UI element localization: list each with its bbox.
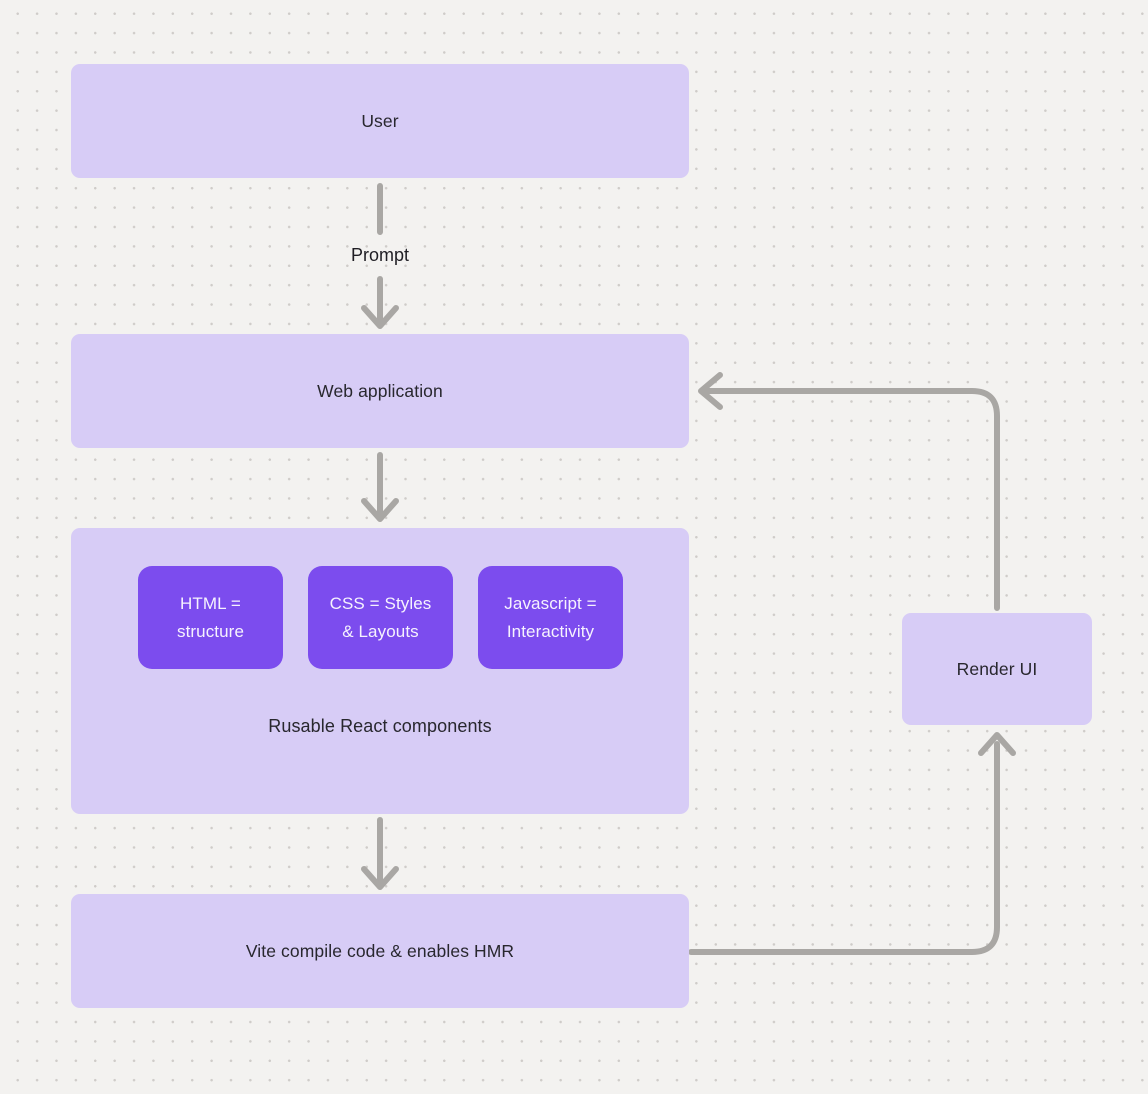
connector-container-to-vite — [361, 817, 399, 890]
node-html-label: HTML = structure — [176, 593, 245, 641]
arrowhead-left-icon — [698, 372, 723, 410]
arrowhead-down-icon — [361, 498, 399, 522]
node-html[interactable]: HTML = structure — [138, 566, 283, 669]
edge-label-prompt: Prompt — [350, 245, 410, 265]
arrowhead-down-icon — [361, 866, 399, 890]
node-render-ui[interactable]: Render UI — [902, 613, 1092, 725]
container-caption-label: Rusable React components — [268, 716, 492, 736]
arrowhead-down-icon — [361, 305, 399, 329]
node-react-container[interactable]: HTML = structure CSS = Styles & Layouts … — [71, 528, 689, 814]
node-css-label: CSS = Styles & Layouts — [329, 593, 432, 641]
node-render-ui-label: Render UI — [956, 658, 1038, 679]
node-user-label: User — [361, 110, 399, 131]
node-vite[interactable]: Vite compile code & enables HMR — [71, 894, 689, 1008]
node-user[interactable]: User — [71, 64, 689, 178]
connector-render-ui-to-webapp — [698, 372, 1000, 611]
connector-prompt-to-webapp — [361, 276, 399, 329]
node-css[interactable]: CSS = Styles & Layouts — [308, 566, 453, 669]
node-javascript[interactable]: Javascript = Interactivity — [478, 566, 623, 669]
node-vite-label: Vite compile code & enables HMR — [245, 940, 515, 961]
connector-vite-to-render-ui — [688, 732, 1016, 955]
arrowhead-up-icon — [978, 732, 1016, 756]
connector-webapp-to-container — [361, 452, 399, 522]
node-javascript-label: Javascript = Interactivity — [504, 593, 597, 641]
node-web-application[interactable]: Web application — [71, 334, 689, 448]
node-web-application-label: Web application — [317, 380, 443, 401]
